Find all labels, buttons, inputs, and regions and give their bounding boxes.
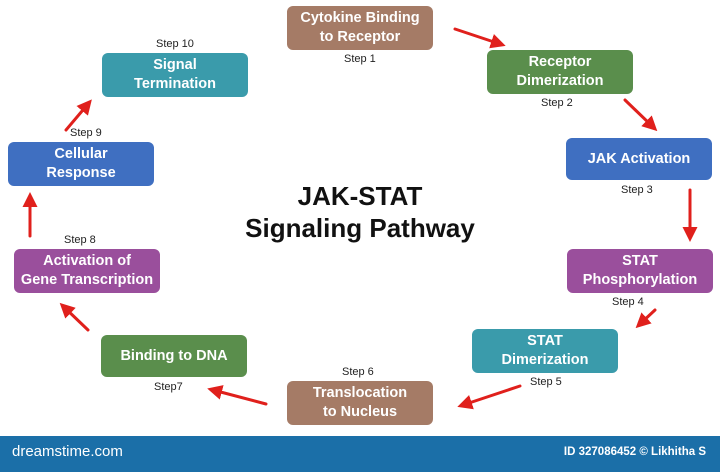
arrow-step-7-to-8 — [59, 302, 90, 332]
step-3-label: Step 3 — [621, 184, 653, 196]
arrow-step-9-to-10 — [64, 99, 92, 132]
step-5-label: Step 5 — [530, 376, 562, 388]
diagram-title: JAK-STAT Signaling Pathway — [210, 180, 510, 244]
title-line-1: JAK-STAT — [297, 181, 423, 211]
step-7-box: Binding to DNA — [101, 335, 247, 377]
step-8-label: Step 8 — [64, 234, 96, 246]
step-4-box: STAT Phosphorylation — [567, 249, 713, 293]
step-6-box: Translocation to Nucleus — [287, 381, 433, 425]
arrow-step-6-to-7 — [207, 385, 268, 406]
step-1-box: Cytokine Binding to Receptor — [287, 6, 433, 50]
step-10-label: Step 10 — [156, 38, 194, 50]
step-6-label: Step 6 — [342, 366, 374, 378]
step-9-label: Step 9 — [70, 127, 102, 139]
brand-logo[interactable]: dreamstime.com — [12, 443, 123, 460]
step-2-box: Receptor Dimerization — [487, 50, 633, 94]
image-credit: ID 327086452 © Likhitha S — [563, 446, 706, 458]
step-10-box: Signal Termination — [102, 53, 248, 97]
arrow-step-1-to-2 — [453, 27, 506, 49]
step-4-label: Step 4 — [612, 296, 644, 308]
arrow-step-4-to-5 — [635, 308, 657, 329]
footer-bar: dreamstime.com ID 327086452 © Likhitha S — [0, 436, 720, 472]
step-9-box: Cellular Response — [8, 142, 154, 186]
arrow-step-2-to-3 — [623, 98, 658, 132]
step-3-box: JAK Activation — [566, 138, 712, 180]
step-5-box: STAT Dimerization — [472, 329, 618, 373]
step-8-box: Activation of Gene Transcription — [14, 249, 160, 293]
step-1-label: Step 1 — [344, 53, 376, 65]
step-2-label: Step 2 — [541, 97, 573, 109]
arrow-step-5-to-6 — [457, 384, 522, 410]
title-line-2: Signaling Pathway — [245, 213, 475, 243]
step-7-label: Step7 — [154, 381, 183, 393]
